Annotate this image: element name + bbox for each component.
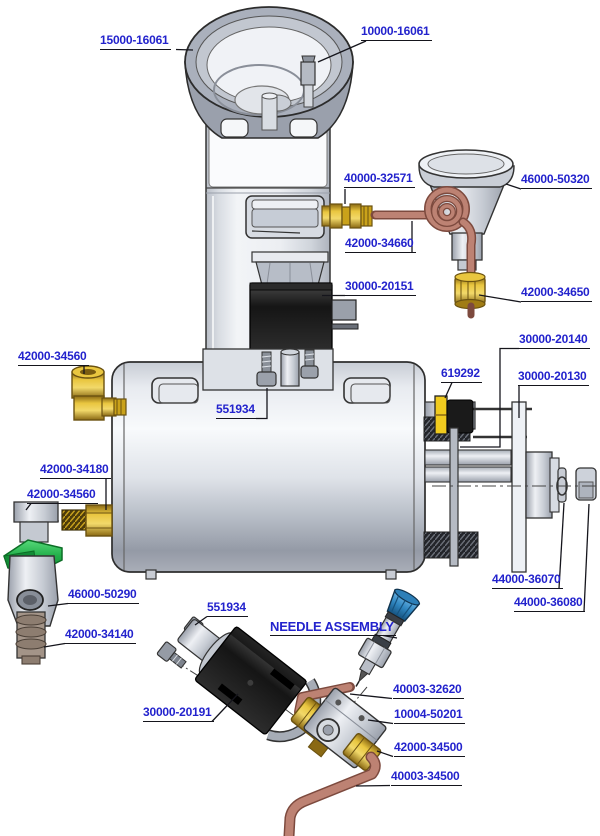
- part-label-42000-34140[interactable]: 42000-34140: [65, 628, 136, 644]
- mounting-bracket-right: [343, 377, 391, 404]
- bottom-assembly: [156, 588, 421, 836]
- drain-valve-assembly: [3, 501, 113, 665]
- tower-base-plate: [202, 348, 334, 391]
- boiler-end-hub: [525, 451, 553, 519]
- hex-nut-42000-34180: [85, 504, 113, 537]
- retaining-pin: [556, 467, 568, 503]
- reservoir-cup: [184, 6, 354, 139]
- heater-flange-plate: [511, 401, 527, 573]
- part-label-40003-32620[interactable]: 40003-32620: [393, 683, 464, 699]
- part-label-30000-20191[interactable]: 30000-20191: [143, 706, 214, 722]
- brass-elbow-fitting: [71, 365, 127, 421]
- part-label-needle-assembly[interactable]: NEEDLE ASSEMBLY: [270, 619, 396, 636]
- outlet-copper-pipe: [283, 751, 381, 836]
- part-label-30000-20151[interactable]: 30000-20151: [345, 280, 416, 296]
- heater-assembly: [423, 395, 598, 573]
- thermostat-619292: [434, 395, 474, 435]
- end-cap-nut: [575, 467, 597, 501]
- part-label-551934-2[interactable]: 551934: [207, 601, 248, 617]
- hose-barb: [15, 611, 47, 665]
- copper-coil: [424, 186, 477, 308]
- part-label-42000-34650[interactable]: 42000-34650: [521, 286, 592, 302]
- part-label-15000-16061[interactable]: 15000-16061: [100, 34, 171, 50]
- part-label-30000-20130[interactable]: 30000-20130: [518, 370, 589, 386]
- part-label-42000-34560-2[interactable]: 42000-34560: [27, 488, 98, 504]
- part-label-551934[interactable]: 551934: [216, 403, 257, 419]
- part-label-42000-34500[interactable]: 42000-34500: [394, 741, 465, 757]
- valve-top-fitting: [13, 501, 59, 523]
- part-label-619292[interactable]: 619292: [441, 367, 482, 383]
- part-label-10004-50201[interactable]: 10004-50201: [394, 708, 465, 724]
- part-label-46000-50320[interactable]: 46000-50320: [521, 173, 592, 189]
- needle-assembly: [355, 588, 421, 687]
- part-label-42000-34660[interactable]: 42000-34660: [345, 237, 416, 253]
- part-label-46000-50290[interactable]: 46000-50290: [68, 588, 139, 604]
- part-label-44000-36070[interactable]: 44000-36070: [492, 573, 563, 589]
- base-cylinder: [280, 348, 300, 387]
- heater-stud-plate: [449, 427, 459, 567]
- part-label-44000-36080[interactable]: 44000-36080: [514, 596, 585, 612]
- sight-glass: [245, 195, 325, 239]
- coil-brass-nut: [454, 271, 486, 319]
- solenoid-valve-top: [251, 251, 329, 286]
- inlet-brass-fitting: [321, 203, 373, 229]
- probe-fitting: [300, 55, 316, 108]
- part-label-40000-32571[interactable]: 40000-32571: [344, 172, 415, 188]
- part-label-10000-16061[interactable]: 10000-16061: [361, 25, 432, 41]
- part-label-42000-34180[interactable]: 42000-34180: [40, 463, 111, 479]
- part-label-30000-20140[interactable]: 30000-20140: [519, 333, 590, 349]
- base-screw-right: [300, 349, 319, 379]
- part-label-42000-34560[interactable]: 42000-34560: [18, 350, 89, 366]
- boiler: [111, 361, 426, 580]
- valve-body: [7, 555, 59, 627]
- solenoid-valve-body: [249, 282, 359, 352]
- base-screw-left: [256, 351, 277, 387]
- part-label-40003-34500[interactable]: 40003-34500: [391, 770, 462, 786]
- mounting-bracket-left: [151, 377, 199, 404]
- screw-551934-b: [156, 641, 187, 669]
- leader-lines: [25, 40, 590, 787]
